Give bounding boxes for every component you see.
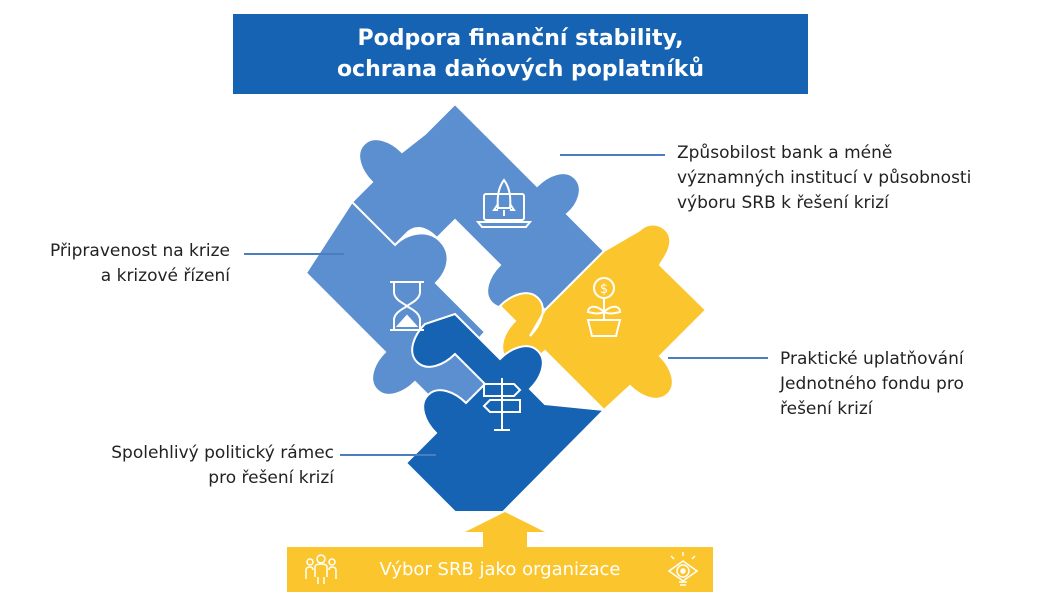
label-right: Praktické uplatňování Jednotného fondu p… <box>780 347 964 422</box>
signpost-icon <box>482 378 522 431</box>
title-banner: Podpora finanční stability, ochrana daňo… <box>233 14 808 94</box>
puzzle-piece-top <box>350 102 606 312</box>
people-group-icon <box>305 554 337 584</box>
label-top-right-line-2: významných institucí v působnosti <box>677 168 972 188</box>
title-line-2: ochrana daňových poplatníků <box>336 57 705 82</box>
bottom-bar-text: Výbor SRB jako organizace <box>379 559 621 580</box>
svg-text:$: $ <box>600 282 608 297</box>
bottom-bar: Výbor SRB jako organizace <box>287 547 713 592</box>
label-left-line-1: Připravenost na krize <box>49 241 230 261</box>
label-right-line-2: Jednotného fondu pro <box>780 374 964 394</box>
label-top-right-line-3: výboru SRB k řešení krizí <box>677 193 889 213</box>
label-left: Připravenost na krize a krizové řízení <box>50 239 230 289</box>
label-top-right-line-1: Způsobilost bank a méně <box>677 143 893 163</box>
laptop-rocket-icon <box>475 178 533 228</box>
label-bottom-left-line-2: pro řešení krizí <box>208 468 334 488</box>
label-right-line-1: Praktické uplatňování <box>780 349 964 369</box>
lightbulb-icon <box>667 552 699 586</box>
label-left-line-2: a krizové řízení <box>100 266 230 286</box>
label-bottom-left-line-1: Spolehlivý politický rámec <box>111 443 334 463</box>
title-line-1: Podpora finanční stability, <box>357 26 684 51</box>
label-top-right: Způsobilost bank a méně významných insti… <box>677 141 971 216</box>
label-bottom-left: Spolehlivý politický rámec pro řešení kr… <box>111 441 334 491</box>
label-right-line-3: řešení krizí <box>780 399 873 419</box>
money-plant-icon: $ <box>586 277 622 337</box>
hourglass-icon <box>390 281 424 331</box>
up-arrow <box>465 512 545 547</box>
